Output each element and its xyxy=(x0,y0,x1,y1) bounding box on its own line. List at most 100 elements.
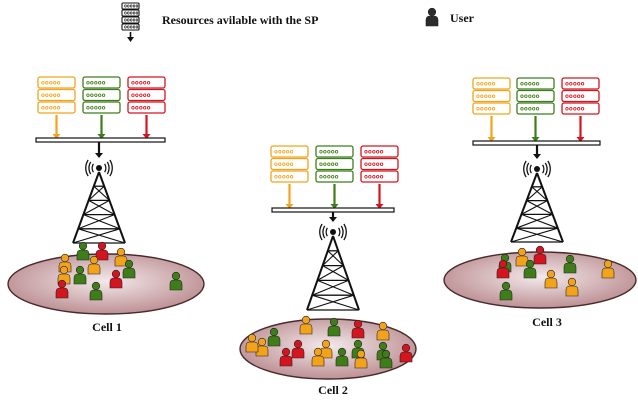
user-icon xyxy=(565,277,579,297)
svg-text:ooooo: ooooo xyxy=(565,105,585,113)
svg-text:ooooo: ooooo xyxy=(520,80,540,88)
resource-bus-bar xyxy=(35,137,166,143)
svg-text:ooooo: ooooo xyxy=(131,79,151,87)
allocation-arrow-green xyxy=(97,115,106,139)
user-icon xyxy=(245,333,259,353)
svg-text:ooooo: ooooo xyxy=(565,92,585,100)
user-icon xyxy=(327,317,341,337)
user-icon xyxy=(122,259,136,279)
user-icon xyxy=(376,321,390,341)
svg-text:ooooo: ooooo xyxy=(274,148,294,156)
cell-tower-icon xyxy=(306,223,360,311)
svg-text:ooooo: ooooo xyxy=(319,148,339,156)
user-icon xyxy=(354,349,368,369)
svg-text:ooooo: ooooo xyxy=(364,173,384,181)
user-icon xyxy=(109,269,123,289)
server-rack-green-icon: ooooo ooooo ooooo xyxy=(516,77,555,115)
cell-tower-icon xyxy=(510,160,564,243)
svg-text:ooooo: ooooo xyxy=(520,105,540,113)
legend: ooooo ooooo ooooo ooooo Resources avilable … xyxy=(121,2,475,42)
user-icon xyxy=(379,349,393,369)
user-icon xyxy=(89,281,103,301)
user-icon xyxy=(114,247,128,267)
user-icon xyxy=(279,347,293,367)
svg-text:ooooo: ooooo xyxy=(131,91,151,99)
svg-text:ooooo: ooooo xyxy=(476,92,496,100)
user-icon xyxy=(515,247,529,267)
svg-text:ooooo: ooooo xyxy=(274,173,294,181)
bus-to-tower-arrow xyxy=(329,212,337,222)
svg-text:ooooo: ooooo xyxy=(41,91,61,99)
svg-text:ooooo: ooooo xyxy=(86,79,106,87)
server-rack-orange-icon: ooooo ooooo ooooo xyxy=(37,76,76,114)
legend-resources-label: Resources avilable with the SP xyxy=(162,13,318,27)
resource-bus-bar xyxy=(271,207,395,213)
user-icon xyxy=(351,319,365,339)
cell-2-label: Cell 2 xyxy=(318,383,348,397)
svg-text:ooooo: ooooo xyxy=(476,80,496,88)
server-rack-red-icon: ooooo ooooo ooooo xyxy=(360,145,399,183)
user-icon xyxy=(425,7,439,27)
server-rack-red-icon: ooooo ooooo ooooo xyxy=(127,76,166,114)
user-icon xyxy=(563,254,577,274)
server-rack-red-icon: ooooo ooooo ooooo xyxy=(561,77,600,115)
user-icon xyxy=(319,339,333,359)
svg-text:ooooo: ooooo xyxy=(41,104,61,112)
allocation-arrow-orange xyxy=(285,184,294,209)
svg-text:ooooo: ooooo xyxy=(565,80,585,88)
user-icon xyxy=(73,265,87,285)
bus-to-tower-arrow xyxy=(95,142,103,158)
cell-2-group: oooooooooooooooooooooooooooooooooooooooo… xyxy=(239,145,417,380)
legend-user-label: User xyxy=(450,11,475,25)
user-icon xyxy=(523,259,537,279)
svg-text:ooooo: ooooo xyxy=(86,104,106,112)
cell-3-label: Cell 3 xyxy=(532,315,562,329)
svg-text:ooooo: ooooo xyxy=(476,105,496,113)
svg-text:ooooo: ooooo xyxy=(319,160,339,168)
legend-user-figure xyxy=(425,7,439,27)
user-icon xyxy=(267,327,281,347)
user-icon xyxy=(169,271,183,291)
server-rack-icon: ooooo ooooo ooooo ooooo xyxy=(121,2,140,42)
cell-1-label: Cell 1 xyxy=(92,320,122,334)
user-icon xyxy=(299,315,313,335)
allocation-arrow-red xyxy=(375,184,384,209)
user-icon xyxy=(499,281,513,301)
svg-text:ooooo: ooooo xyxy=(520,92,540,100)
svg-text:ooooo: ooooo xyxy=(364,160,384,168)
bus-to-tower-arrow xyxy=(533,145,541,159)
cell-3-group: oooooooooooooooooooooooooooooooooooooooo… xyxy=(443,77,637,309)
svg-text:ooooo: ooooo xyxy=(124,12,139,17)
allocation-arrow-orange xyxy=(52,115,61,139)
allocation-arrow-red xyxy=(142,115,151,139)
user-icon xyxy=(601,259,615,279)
svg-text:ooooo: ooooo xyxy=(131,104,151,112)
cell-1-group: oooooooooooooooooooooooooooooooooooooooo… xyxy=(7,76,205,315)
user-icon xyxy=(544,269,558,289)
svg-text:ooooo: ooooo xyxy=(124,19,139,24)
user-icon xyxy=(87,255,101,275)
server-rack-orange-icon: ooooo ooooo ooooo xyxy=(270,145,309,183)
server-rack-green-icon: ooooo ooooo ooooo xyxy=(82,76,121,114)
user-icon xyxy=(335,347,349,367)
svg-text:ooooo: ooooo xyxy=(364,148,384,156)
user-icon xyxy=(311,347,325,367)
svg-text:ooooo: ooooo xyxy=(86,91,106,99)
svg-text:ooooo: ooooo xyxy=(124,5,139,10)
svg-text:ooooo: ooooo xyxy=(319,173,339,181)
allocation-arrow-green xyxy=(330,184,339,209)
user-icon xyxy=(399,343,413,363)
resource-bus-bar xyxy=(472,140,601,146)
svg-text:ooooo: ooooo xyxy=(124,26,139,31)
user-icon xyxy=(76,241,90,261)
user-icon xyxy=(291,339,305,359)
svg-text:ooooo: ooooo xyxy=(274,160,294,168)
svg-text:ooooo: ooooo xyxy=(41,79,61,87)
user-icon xyxy=(95,241,109,261)
allocation-arrow-red xyxy=(576,116,585,142)
allocation-arrow-orange xyxy=(487,116,496,142)
user-icon xyxy=(533,245,547,265)
user-icon xyxy=(496,259,510,279)
user-icon xyxy=(55,279,69,299)
